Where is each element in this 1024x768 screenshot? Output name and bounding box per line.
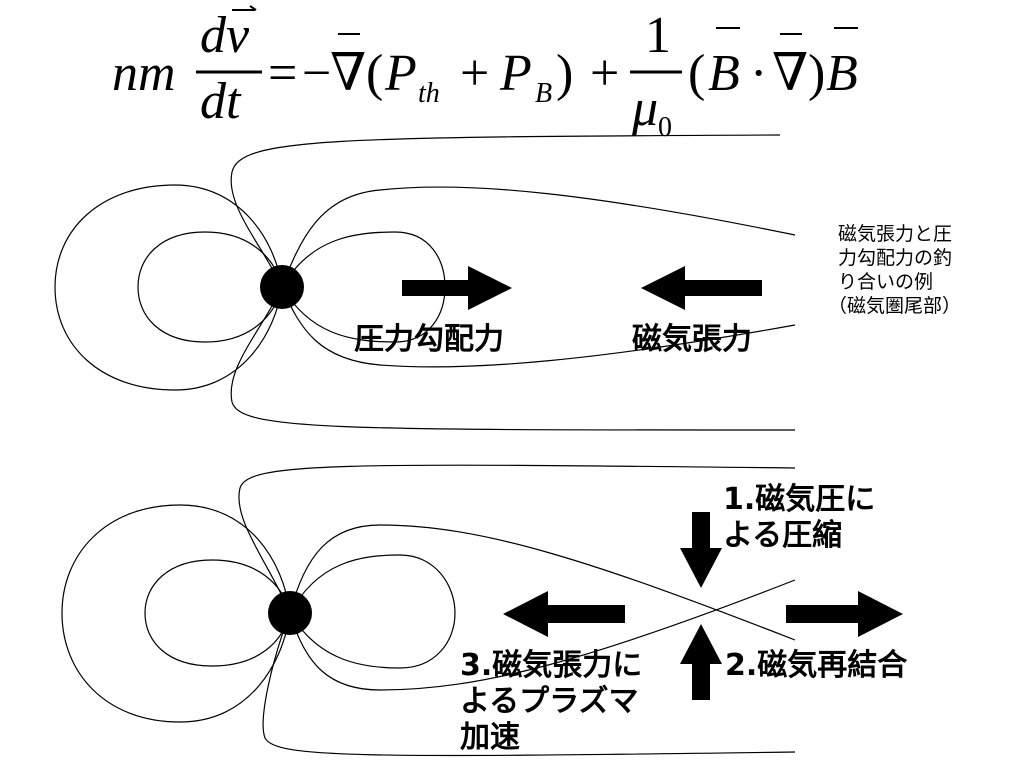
label-acceleration: 3.磁気張力に よるプラズマ 加速 [460,648,642,756]
outflow-arrow-left-icon [503,591,625,637]
eq-mu-sub: 0 [658,112,672,143]
label-compression-line-1: 1.磁気圧に [723,482,876,517]
label-magnetic-tension: 磁気張力 [632,322,752,357]
eq-b-1: B [708,45,740,102]
eq-p-b: P [499,45,532,102]
eq-plus-2: + [590,45,619,102]
top-magnetopause-lower [230,286,796,431]
balance-note: 磁気張力と圧 力勾配力の釣 り合いの例 （磁気圏尾部） [828,222,961,318]
outflow-arrow-right-icon [786,591,903,637]
eq-one: 1 [645,7,671,64]
eq-lhs-coeff: nm [112,45,176,102]
eq-nabla-2: ∇ [772,45,808,102]
top-field-lines [54,134,796,431]
earth-icon-bottom [268,591,312,635]
eq-mu: μ [631,80,658,137]
eq-minus: − [302,45,331,102]
eq-open-paren-1: ( [366,45,383,102]
eq-close-paren-2: ) [808,45,825,102]
label-compression: 1.磁気圧に よる圧縮 [723,482,875,554]
eq-plus-1: + [460,45,489,102]
label-acceleration-line-1: 3.磁気張力に [460,648,643,683]
label-reconnection: 2.磁気再結合 [725,648,908,683]
note-line-1: 磁気張力と圧 [838,223,953,245]
bottom-field-lines [61,464,796,757]
label-compression-line-2: よる圧縮 [723,518,843,553]
label-acceleration-line-3: 加速 [460,720,520,755]
eq-b-2: B [826,45,858,102]
bottom-outer-loop [61,504,291,723]
note-line-4: （磁気圏尾部） [828,295,962,317]
compression-arrow-down-icon [680,512,722,588]
compression-arrow-up-icon [680,624,722,700]
top-lobe-line-upper [281,186,796,288]
eq-numerator: dv [200,7,250,64]
eq-sub-b: B [535,78,552,109]
pressure-force-arrow-icon [402,266,512,310]
note-line-2: 力勾配力の釣 [838,247,953,269]
eq-open-paren-2: ( [688,45,705,102]
label-pressure-gradient: 圧力勾配力 [354,322,504,357]
note-line-3: り合いの例 [838,271,934,293]
tension-force-arrow-icon [641,266,762,310]
eq-equals: = [268,45,297,102]
top-magnetopause-upper [230,134,781,288]
momentum-equation: nm dv dt = − ∇ ( P th + P B ) + 1 μ 0 ( … [112,5,858,143]
eq-p-th: P [384,45,417,102]
eq-close-paren-1: ) [556,45,573,102]
earth-icon [260,265,304,309]
label-acceleration-line-2: よるプラズマ [460,684,639,719]
eq-dot: · [750,45,767,102]
bottom-tail-loop [289,554,456,669]
eq-denominator: dt [200,73,242,130]
bottom-magnetopause-upper [238,464,796,614]
top-inner-loop [137,231,283,343]
bottom-reconnect-line-upper [289,524,796,641]
eq-sub-th: th [418,78,440,109]
top-outer-loop [54,184,283,391]
eq-nabla-1: ∇ [330,45,366,102]
v-vector-arrowhead [249,5,257,11]
bottom-inner-loop [144,559,291,667]
